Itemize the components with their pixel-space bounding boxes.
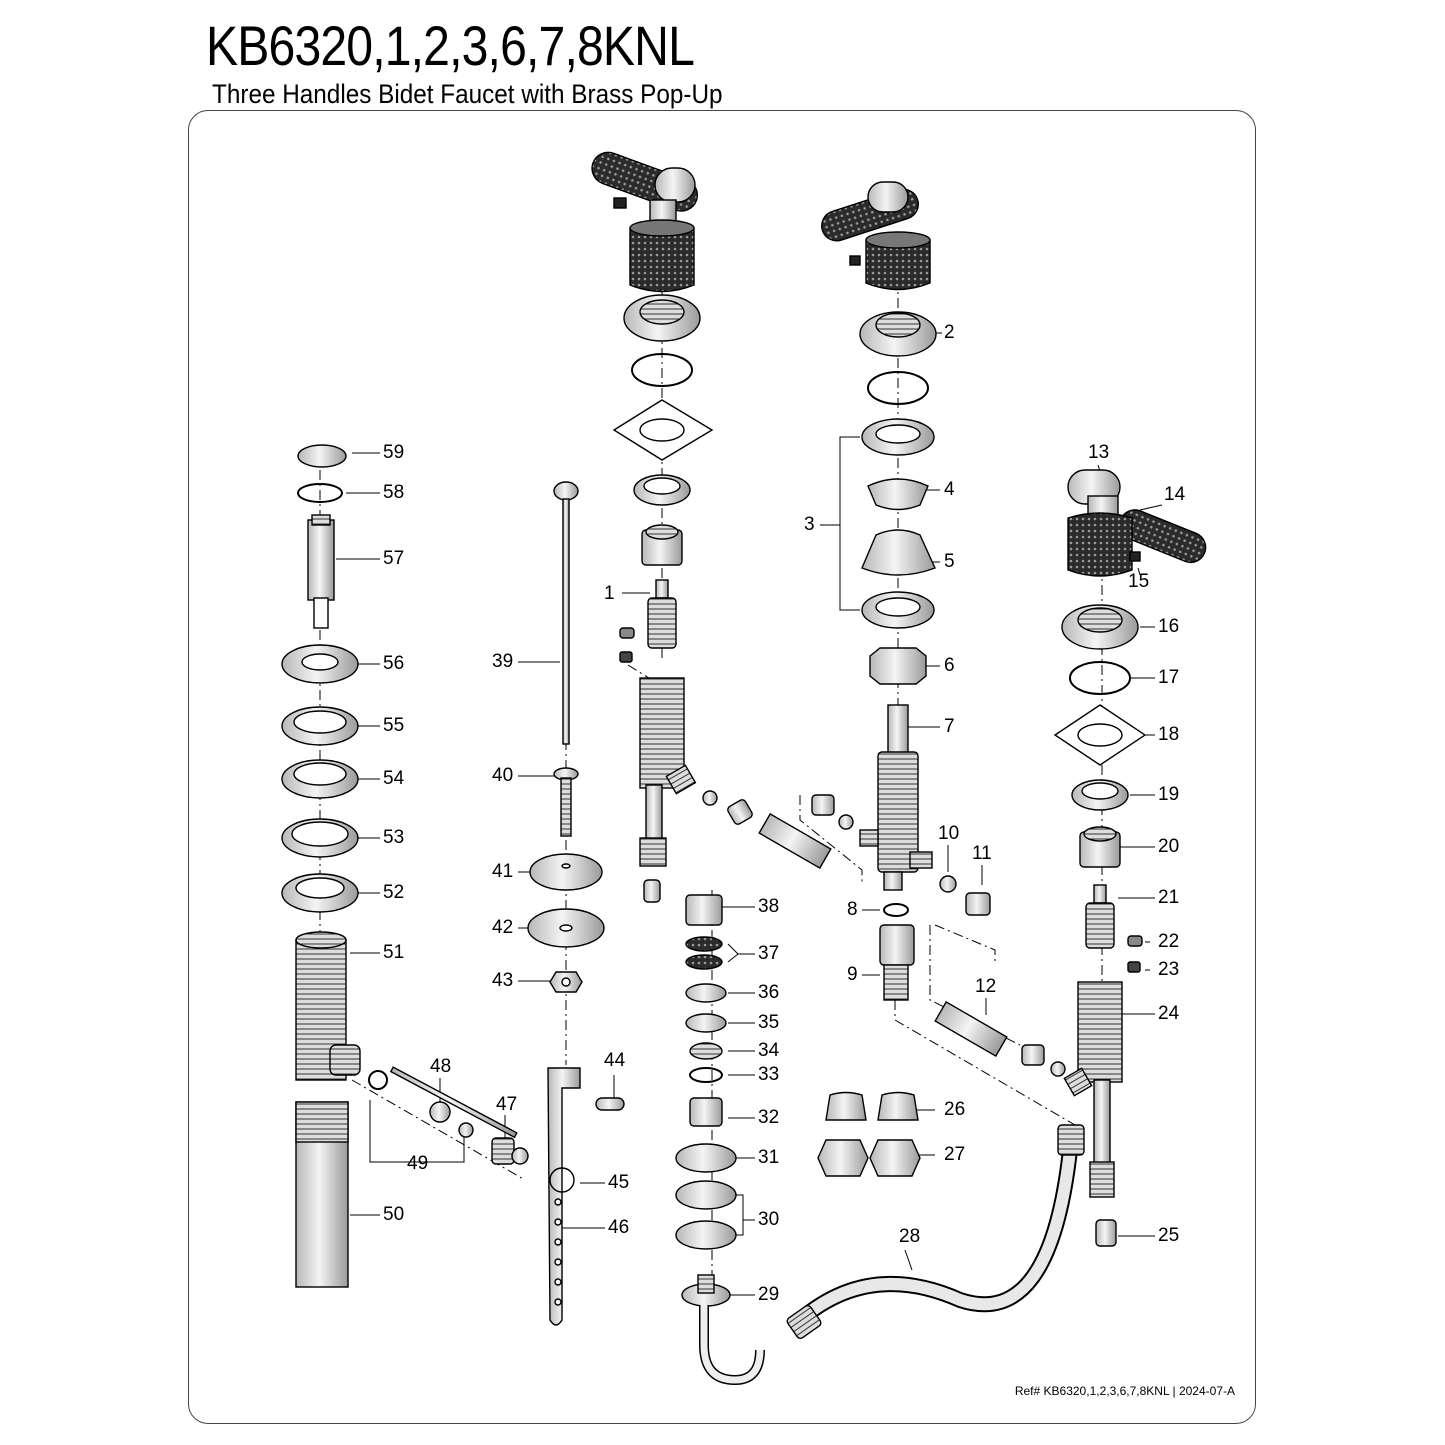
callout-8: 8 bbox=[847, 899, 858, 920]
callout-16: 16 bbox=[1158, 616, 1180, 637]
callout-21: 21 bbox=[1158, 887, 1180, 908]
pop-up-linkage bbox=[389, 481, 625, 1326]
callout-36: 36 bbox=[758, 982, 780, 1003]
callout-24: 24 bbox=[1158, 1003, 1180, 1024]
callout-30: 30 bbox=[758, 1209, 780, 1230]
right-handle-assembly bbox=[1053, 469, 1207, 1247]
leader-lines bbox=[336, 332, 1163, 1296]
callout-19: 19 bbox=[1158, 784, 1180, 805]
callout-45: 45 bbox=[608, 1172, 630, 1193]
callout-18: 18 bbox=[1158, 724, 1180, 745]
callout-56: 56 bbox=[383, 653, 405, 674]
callout-37: 37 bbox=[758, 943, 780, 964]
callout-11: 11 bbox=[972, 843, 992, 864]
callout-39: 39 bbox=[492, 651, 514, 672]
callout-35: 35 bbox=[758, 1012, 780, 1033]
callout-29: 29 bbox=[758, 1284, 780, 1305]
callout-6: 6 bbox=[944, 655, 955, 676]
callout-20: 20 bbox=[1158, 836, 1180, 857]
callout-46: 46 bbox=[608, 1217, 630, 1238]
diagram-frame bbox=[188, 110, 1256, 1424]
reference-footer: Ref# KB6320,1,2,3,6,7,8KNL | 2024-07-A bbox=[1014, 1384, 1235, 1398]
left-handle-assembly bbox=[591, 151, 832, 903]
callout-22: 22 bbox=[1158, 931, 1180, 952]
callout-26: 26 bbox=[944, 1099, 966, 1120]
callout-28: 28 bbox=[899, 1226, 921, 1247]
diagram-subtitle: Three Handles Bidet Faucet with Brass Po… bbox=[212, 79, 723, 109]
callout-23: 23 bbox=[1158, 959, 1180, 980]
callout-48: 48 bbox=[430, 1056, 452, 1077]
callout-5: 5 bbox=[944, 551, 955, 572]
callout-57: 57 bbox=[383, 548, 405, 569]
callout-1: 1 bbox=[604, 583, 615, 604]
callout-4: 4 bbox=[944, 479, 955, 500]
callout-51: 51 bbox=[383, 942, 405, 963]
callout-59: 59 bbox=[383, 442, 405, 463]
callout-38: 38 bbox=[758, 896, 780, 917]
callout-31: 31 bbox=[758, 1147, 780, 1168]
callout-17: 17 bbox=[1158, 667, 1180, 688]
callout-15: 15 bbox=[1128, 571, 1150, 592]
callout-12: 12 bbox=[975, 976, 997, 997]
callout-55: 55 bbox=[383, 715, 405, 736]
callout-7: 7 bbox=[944, 716, 955, 737]
diagram-title: KB6320,1,2,3,6,7,8KNL bbox=[206, 14, 695, 77]
center-handle-assembly bbox=[811, 181, 1066, 1077]
callout-50: 50 bbox=[383, 1204, 405, 1225]
callout-2: 2 bbox=[944, 322, 955, 343]
callout-52: 52 bbox=[383, 882, 405, 903]
callout-41: 41 bbox=[492, 861, 514, 882]
callout-49: 49 bbox=[407, 1153, 429, 1174]
callout-13: 13 bbox=[1088, 442, 1110, 463]
callout-40: 40 bbox=[492, 765, 514, 786]
callout-44: 44 bbox=[604, 1050, 626, 1071]
callout-58: 58 bbox=[383, 482, 405, 503]
callout-32: 32 bbox=[758, 1107, 780, 1128]
callout-42: 42 bbox=[492, 917, 514, 938]
drain-assembly bbox=[281, 444, 388, 1288]
callout-25: 25 bbox=[1158, 1225, 1180, 1246]
callout-27: 27 bbox=[944, 1144, 966, 1165]
callout-14: 14 bbox=[1164, 484, 1186, 505]
callout-10: 10 bbox=[938, 823, 960, 844]
spray-and-hose-assembly bbox=[675, 894, 1085, 1386]
callout-9: 9 bbox=[847, 964, 858, 985]
callout-53: 53 bbox=[383, 827, 405, 848]
callout-33: 33 bbox=[758, 1064, 780, 1085]
callout-54: 54 bbox=[383, 768, 405, 789]
callout-47: 47 bbox=[496, 1094, 518, 1115]
assembly-dash-lines bbox=[319, 228, 1103, 1290]
callout-3: 3 bbox=[804, 514, 815, 535]
callout-34: 34 bbox=[758, 1040, 780, 1061]
callout-43: 43 bbox=[492, 970, 514, 991]
